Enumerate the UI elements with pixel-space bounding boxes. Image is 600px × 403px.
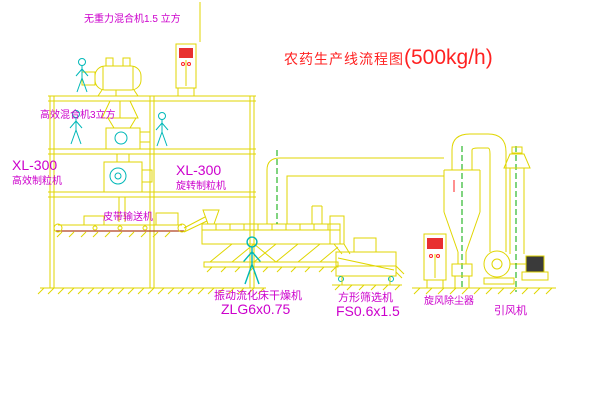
- gravity-mixer: [81, 57, 142, 97]
- label-cyclone: 旋风除尘器: [424, 296, 474, 307]
- label-belt-conveyor: 皮带输送机: [103, 212, 153, 223]
- page-title: 农药生产线流程图 (500kg/h): [284, 46, 493, 70]
- square-sieve: [332, 237, 405, 291]
- belt-conveyor: [53, 212, 208, 238]
- control-cabinet-2: [423, 233, 447, 288]
- label-dryer-name: 振动流化床干燥机: [214, 290, 302, 302]
- person-figure: [155, 112, 169, 147]
- exhaust-stack: [503, 146, 531, 292]
- induced-draft-fan: [483, 250, 549, 285]
- rotary-granulator: [103, 153, 153, 222]
- label-sieve-model: FS0.6x1.5: [336, 303, 400, 319]
- title-capacity: (500kg/h): [404, 46, 493, 69]
- person-figures: [69, 58, 262, 285]
- label-left-granulator-model: XL-300: [12, 157, 58, 173]
- fluid-bed-dryer: [201, 205, 345, 273]
- ground-hatch: [37, 287, 556, 295]
- control-cabinet-1: [175, 43, 197, 96]
- label-left-granulator-name: 高效制粒机: [12, 176, 62, 187]
- label-center-granulator-name: 旋转制粒机: [176, 181, 226, 192]
- cyclone-separator: [443, 146, 481, 290]
- label-center-granulator-model: XL-300: [176, 162, 222, 178]
- title-text: 农药生产线流程图: [284, 51, 404, 67]
- swing-granulator: [105, 117, 151, 150]
- y-duct: [101, 100, 139, 119]
- label-sieve-name: 方形筛选机: [338, 292, 393, 304]
- cyclone-outlet-duct: [451, 133, 507, 252]
- exhaust-duct: [266, 150, 444, 224]
- person-figure: [75, 58, 89, 93]
- label-mid-mixer: 高效混合机3立方: [40, 110, 116, 121]
- label-gravity-mixer: 无重力混合机1.5 立方: [84, 14, 181, 25]
- label-dryer-model: ZLG6x0.75: [221, 301, 291, 317]
- building-frame: [48, 2, 256, 288]
- label-fan: 引风机: [494, 305, 527, 317]
